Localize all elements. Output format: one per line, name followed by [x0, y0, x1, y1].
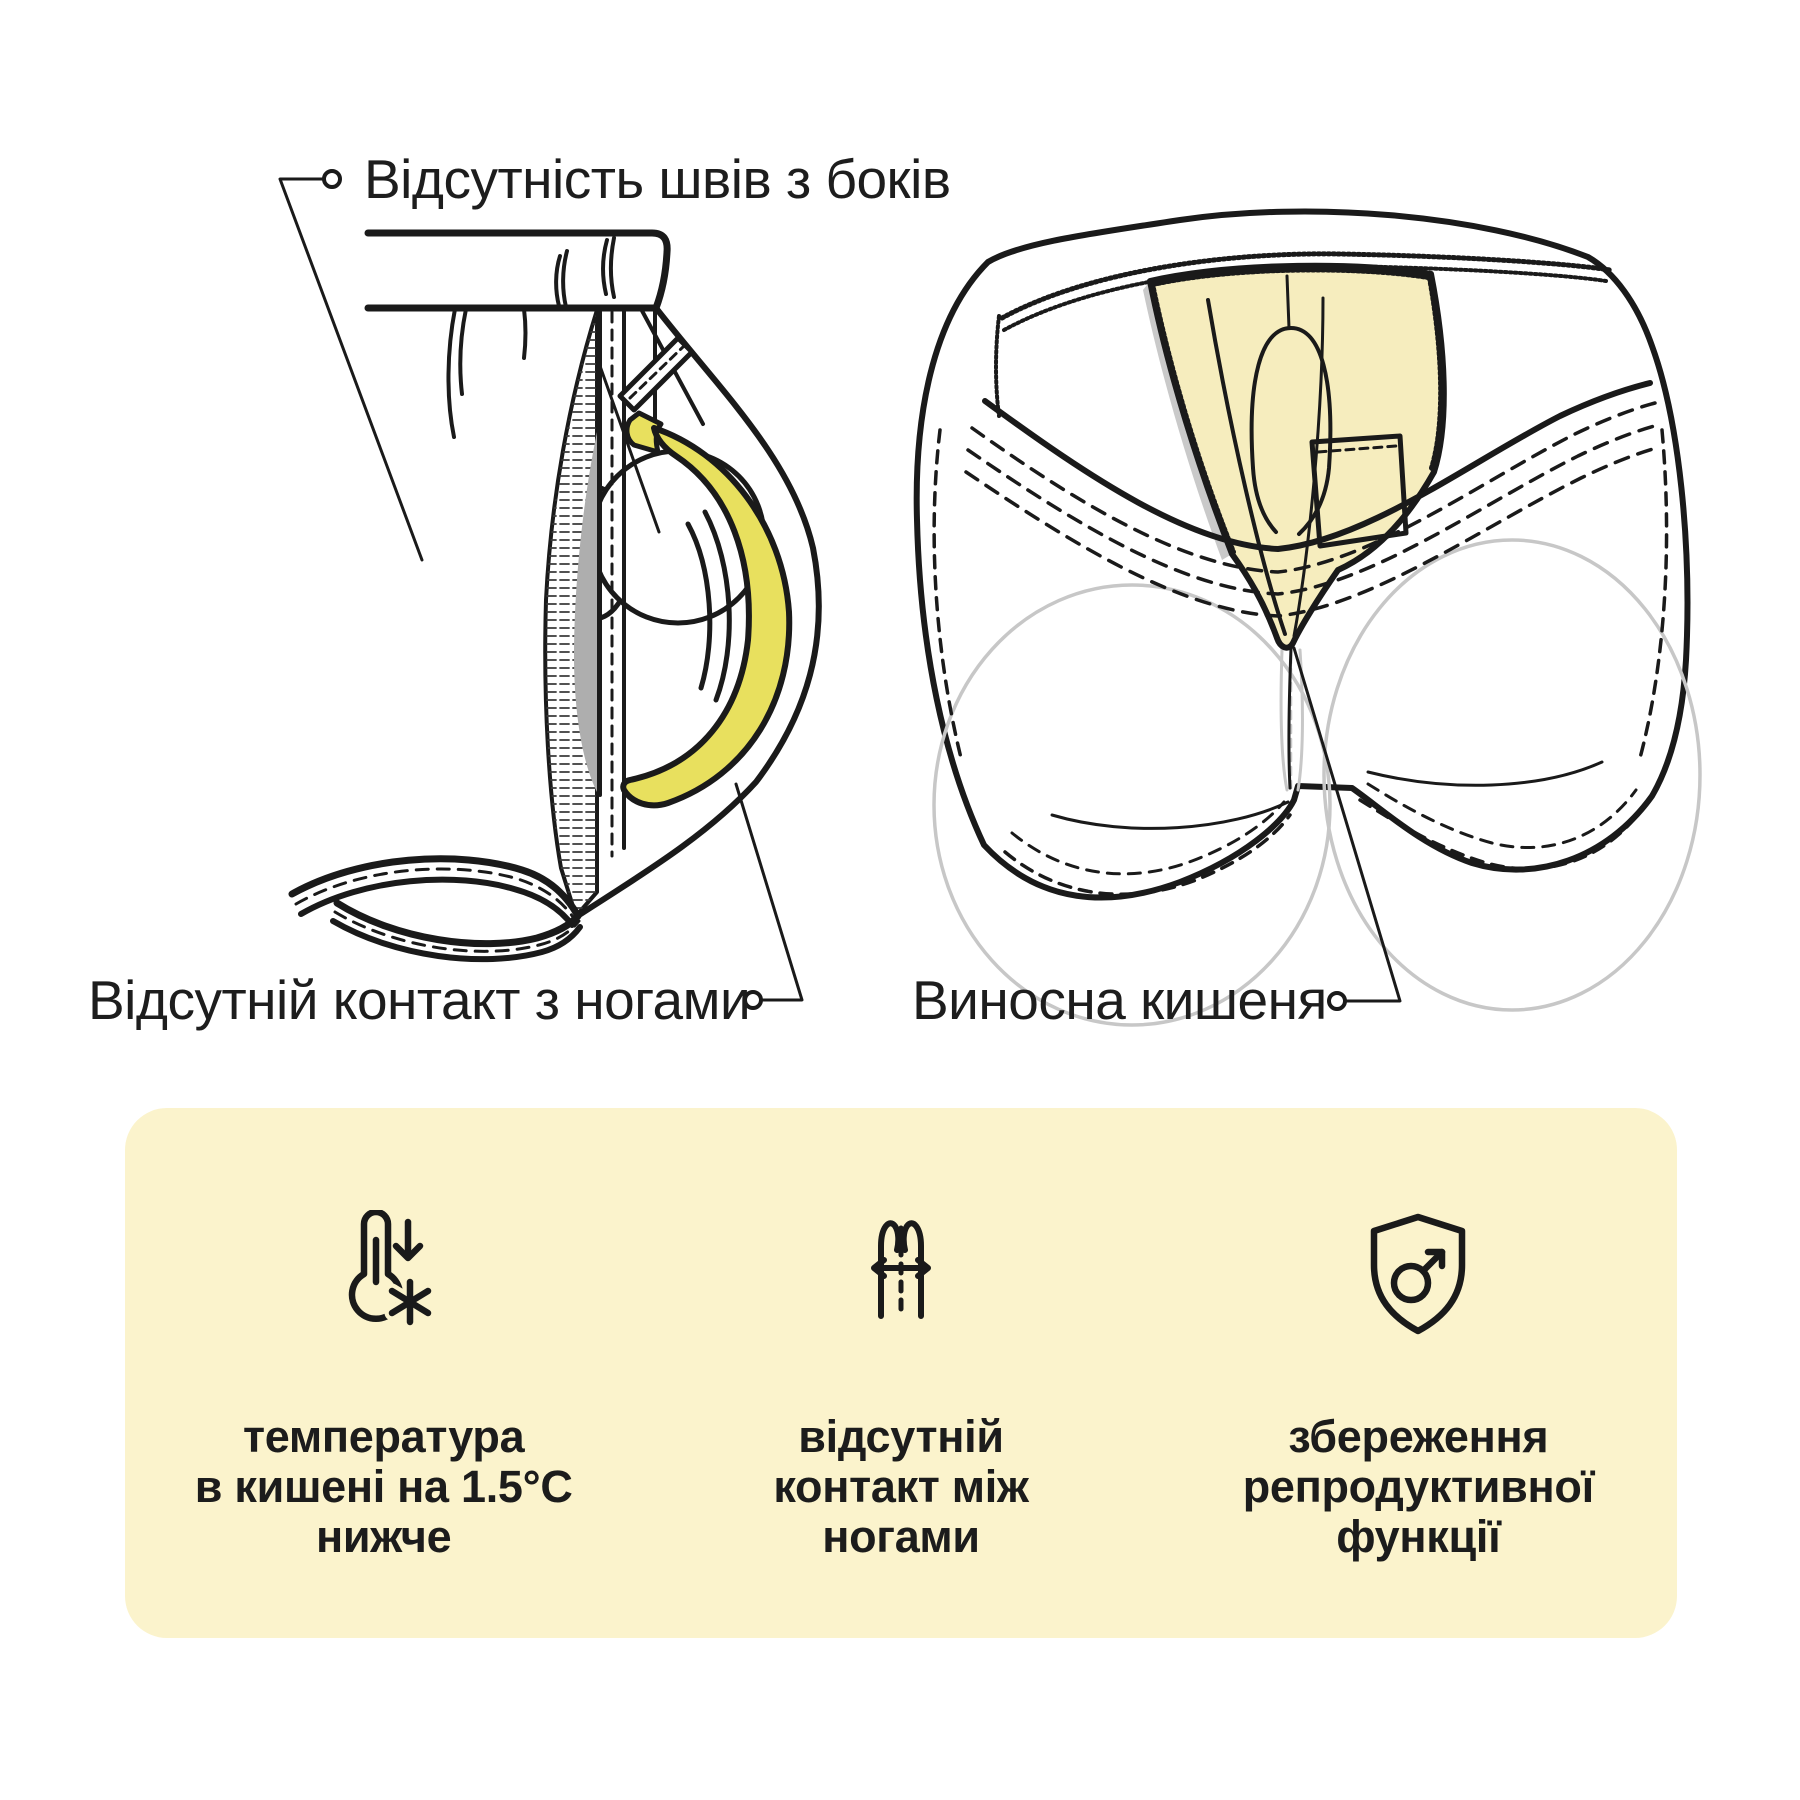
buttock-guides — [932, 538, 1702, 1027]
waistband-lower-edge — [964, 380, 1662, 618]
right-crease — [1366, 760, 1604, 787]
hem-stitching — [932, 428, 1669, 896]
label-no-side-seams: Відсутність швів з боків — [364, 148, 951, 210]
fabric-folds — [446, 307, 528, 439]
legs-no-contact-icon — [869, 1210, 933, 1342]
feature-leg-contact-text: відсутній контакт між ногами — [773, 1411, 1029, 1562]
pocket-silhouette — [573, 305, 822, 920]
fold-shadow — [574, 432, 597, 792]
leader-dot — [1327, 991, 1347, 1011]
leader-lines — [278, 169, 1402, 1011]
feature-temperature: температура в кишені на 1.5°С нижче — [125, 1108, 642, 1638]
feature-reproductive-text: збереження репродуктивної функції — [1242, 1411, 1595, 1562]
boxer-back-illustration — [913, 208, 1702, 1027]
waistband-side — [364, 229, 671, 312]
leader-external-pocket — [1292, 646, 1402, 1011]
feature-leg-contact: відсутній контакт між ногами — [642, 1108, 1159, 1638]
center-seam — [1287, 646, 1293, 790]
feature-reproductive: збереження репродуктивної функції — [1160, 1108, 1677, 1638]
banana-illustration — [620, 410, 793, 809]
pocket-crease-line — [598, 364, 661, 534]
label-external-pocket: Виносна кишеня — [912, 969, 1327, 1031]
banana-body — [620, 425, 793, 809]
feature-temperature-text: температура в кишені на 1.5°С нижче — [194, 1411, 573, 1562]
features-panel: температура в кишені на 1.5°С нижче відс… — [125, 1108, 1677, 1638]
pocket-patch — [1309, 433, 1409, 549]
left-crease — [1050, 800, 1290, 830]
side-view-illustration — [288, 229, 822, 963]
leader-dot — [322, 169, 342, 189]
thermometer-freeze-down-icon — [334, 1210, 434, 1342]
leg-binding-strips — [288, 855, 583, 963]
label-no-leg-contact: Відсутній контакт з ногами — [88, 969, 751, 1031]
leader-no-leg-contact — [734, 782, 804, 1010]
shield-male-icon — [1366, 1210, 1470, 1342]
leader-dot — [743, 990, 763, 1010]
leader-no-side-seams — [278, 169, 424, 562]
angled-strap — [617, 335, 695, 413]
